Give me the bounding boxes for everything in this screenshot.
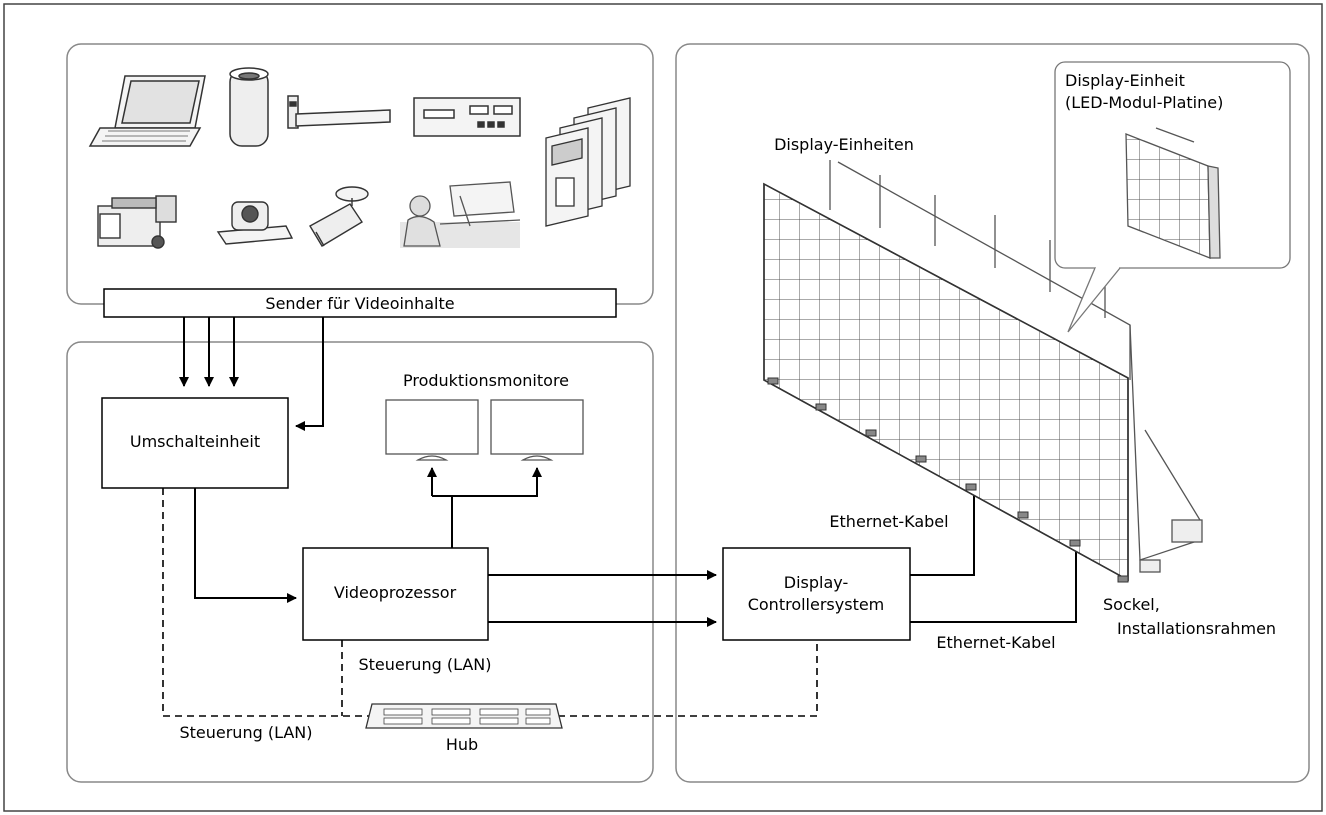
laptop-icon bbox=[88, 75, 206, 147]
sender-label: Sender für Videoinhalte bbox=[265, 294, 454, 313]
server-cylinder-icon bbox=[229, 67, 269, 147]
ethernet-cables bbox=[910, 490, 1077, 623]
led-module-icon bbox=[1125, 127, 1221, 259]
ethernet-label-upper: Ethernet-Kabel bbox=[829, 512, 948, 531]
control-lan-label-upper: Steuerung (LAN) bbox=[358, 655, 491, 674]
control-lan-label-lower: Steuerung (LAN) bbox=[179, 723, 312, 742]
switcher-label: Umschalteinheit bbox=[130, 432, 260, 451]
sender-bar bbox=[103, 288, 617, 318]
monitor-left bbox=[385, 399, 479, 461]
operator-console-icon bbox=[400, 181, 521, 248]
recorder-deck-icon bbox=[413, 97, 521, 137]
control-lan-lines bbox=[162, 488, 818, 717]
base-label-line2: Installationsrahmen bbox=[1117, 619, 1276, 638]
monitors-label: Produktionsmonitore bbox=[403, 371, 569, 390]
switcher-box bbox=[101, 397, 289, 489]
callout-pointer bbox=[1067, 267, 1121, 333]
controller-label-line1: Display- bbox=[784, 573, 848, 592]
camcorder-icon bbox=[97, 195, 177, 249]
monitor-arrows bbox=[427, 467, 542, 548]
led-wall-feet bbox=[767, 377, 1129, 583]
display-units-label: Display-Einheiten bbox=[774, 135, 914, 154]
input-arrows bbox=[179, 317, 324, 431]
display-unit-label-line1: Display-Einheit bbox=[1065, 71, 1185, 90]
monitor-right bbox=[490, 399, 584, 461]
processor-to-controller-arrows bbox=[488, 570, 717, 627]
bullet-camera-icon bbox=[309, 186, 369, 247]
processor-label: Videoprozessor bbox=[334, 583, 457, 602]
ptz-camera-icon bbox=[216, 201, 294, 245]
broadcast-rack-icon bbox=[545, 97, 631, 227]
controller-box bbox=[722, 547, 911, 641]
display-unit-label-line2: (LED-Modul-Platine) bbox=[1065, 93, 1223, 112]
media-player-icon bbox=[287, 95, 391, 129]
base-label-line1: Sockel, bbox=[1103, 595, 1160, 614]
hub-icon bbox=[365, 703, 563, 729]
switcher-to-processor-arrow bbox=[194, 488, 297, 603]
hub-label: Hub bbox=[446, 735, 478, 754]
led-wall-frame bbox=[829, 160, 1203, 573]
ethernet-label-lower: Ethernet-Kabel bbox=[936, 633, 1055, 652]
controller-label-line2: Controllersystem bbox=[748, 595, 885, 614]
processor-box bbox=[302, 547, 489, 641]
